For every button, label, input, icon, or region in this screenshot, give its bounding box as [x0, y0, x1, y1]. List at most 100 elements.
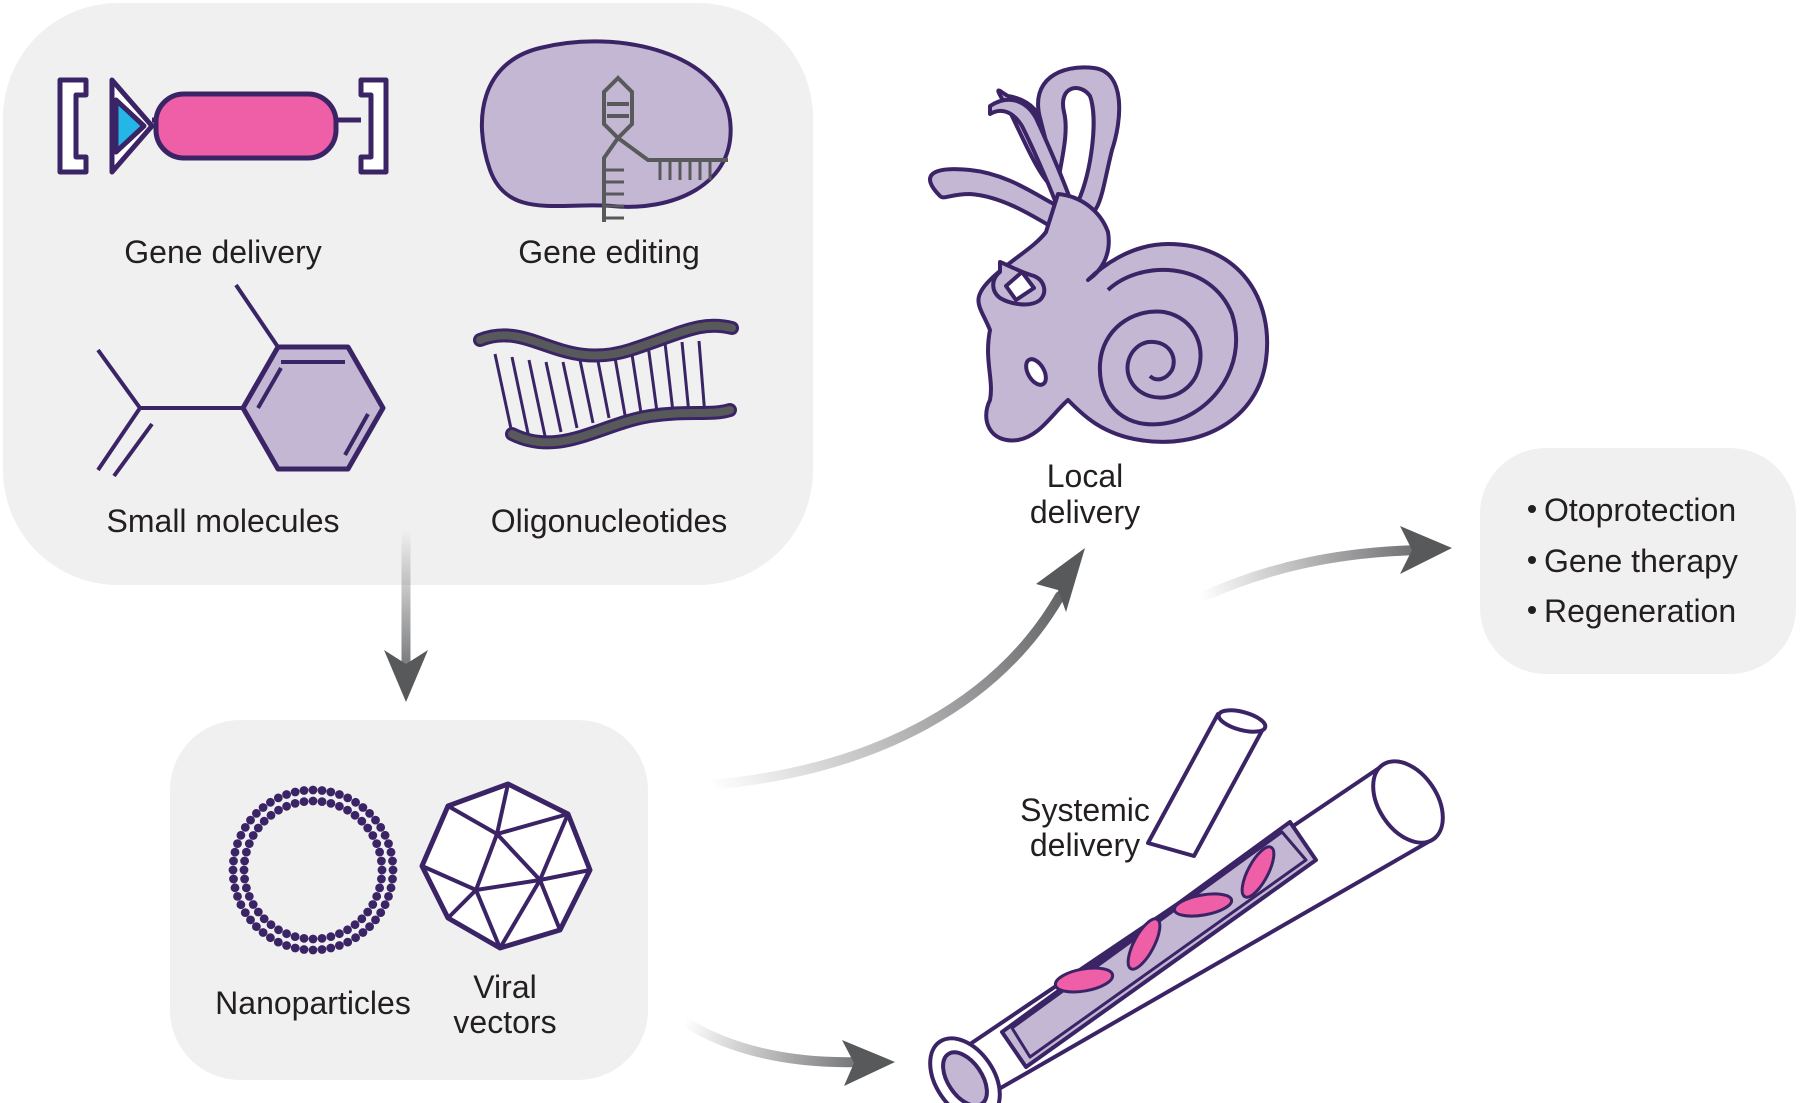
virus-icon	[419, 781, 593, 951]
nanoparticles-label: Nanoparticles	[215, 985, 411, 1021]
viral-vectors-label-line1: Viral	[473, 969, 536, 1005]
arrow-to-outcomes	[1195, 526, 1452, 603]
nanoparticle-dot	[240, 874, 250, 884]
nanoparticle-dot	[326, 932, 336, 941]
local-delivery-label-line2: delivery	[1030, 494, 1140, 530]
nanoparticle-dot	[386, 847, 396, 857]
benzene-icon	[96, 283, 386, 478]
blood-vessel-icon	[928, 708, 1445, 1103]
nanoparticle-dot	[299, 934, 309, 943]
nanoparticle-dot	[384, 839, 393, 848]
nanoparticle-dot	[246, 915, 255, 925]
nanoparticle-dot	[233, 839, 242, 848]
nanoparticle-dot	[363, 907, 373, 917]
nanoparticle-dot	[308, 945, 318, 955]
systemic-delivery-label-line2: delivery	[1030, 827, 1140, 863]
nanoparticle-dot	[317, 797, 327, 806]
nanoparticle-dot	[248, 831, 258, 840]
nanoparticle-dot	[244, 839, 254, 848]
nanoparticle-dot	[266, 810, 276, 820]
nanoparticle-dot	[282, 801, 291, 811]
nanoparticle-dot	[274, 925, 283, 935]
nanoparticle-dot	[252, 922, 261, 931]
nanoparticle-dot	[350, 920, 360, 930]
nanoparticle-dot	[388, 874, 397, 884]
nanoparticle-dot	[371, 915, 380, 925]
bullet-icon	[1528, 505, 1536, 513]
nanoparticle-dot	[380, 900, 390, 910]
nanoparticle-dot	[274, 805, 283, 815]
nanoparticle-dot	[386, 883, 396, 893]
small-molecules-label: Small molecules	[107, 503, 340, 539]
nanoparticle-dot	[377, 865, 387, 875]
nanoparticle-dot	[230, 847, 240, 857]
dna-ladder-icon	[473, 318, 739, 450]
nanoparticle-dot	[290, 943, 300, 953]
outcomes-panel	[1480, 448, 1796, 674]
nanoparticle-dot	[240, 908, 250, 917]
nanoparticle-dot	[282, 790, 291, 799]
outcome-regeneration: Regeneration	[1544, 593, 1736, 629]
nanoparticle-dot	[357, 816, 367, 826]
arrow-to-systemic-delivery	[680, 1017, 895, 1086]
nanoparticle-dot	[273, 793, 283, 803]
bullet-icon	[1528, 556, 1536, 564]
nanoparticle-dot	[335, 801, 344, 811]
nanoparticle-dot	[273, 937, 283, 947]
nanoparticle-dot	[376, 908, 386, 917]
red-blood-cells	[1053, 845, 1276, 994]
nanoparticle-dot	[335, 790, 344, 799]
gene-delivery-label: Gene delivery	[124, 234, 321, 270]
nanoparticle-dot	[363, 823, 373, 833]
nanoparticle-dot	[308, 934, 318, 944]
nanoparticle-dot	[365, 809, 374, 818]
nanoparticle-dot	[253, 907, 263, 917]
nanoparticle-dot	[229, 874, 238, 884]
nanoparticle-dot	[380, 830, 390, 840]
crispr-icon	[479, 39, 733, 222]
nanoparticle-dot	[326, 943, 336, 953]
nanoparticle-dot	[253, 823, 263, 833]
nanoparticle-dot	[375, 883, 384, 893]
nanoparticle-dot	[388, 865, 398, 875]
nanoparticle-dot	[317, 934, 327, 943]
nanoparticle-dot	[343, 937, 353, 947]
nanoparticle-dot	[228, 865, 238, 875]
nanoparticle-dot	[290, 787, 300, 797]
nanoparticle-dot	[242, 847, 251, 857]
outcomes-list: Otoprotection Gene therapy Regeneration	[1528, 492, 1738, 629]
nanoparticle-icon	[228, 785, 398, 955]
nanoparticle-dot	[299, 797, 309, 806]
nanoparticle-dot	[266, 797, 275, 807]
nanoparticle-dot	[266, 933, 275, 943]
nanoparticle-dot	[258, 928, 268, 937]
nanoparticle-dot	[358, 928, 368, 937]
nanoparticle-dot	[240, 823, 250, 832]
nanoparticle-dot	[365, 922, 374, 931]
plasmid-icon	[57, 77, 389, 175]
nanoparticle-dot	[326, 787, 336, 797]
nanoparticle-dot	[266, 920, 276, 930]
nanoparticle-dot	[240, 856, 250, 866]
nanoparticle-dot	[299, 786, 309, 795]
nanoparticle-dot	[259, 914, 269, 924]
nanoparticle-dot	[358, 803, 368, 812]
nanoparticle-dot	[388, 856, 397, 866]
nanoparticle-dot	[350, 810, 360, 820]
nanoparticle-dot	[290, 799, 300, 808]
oligonucleotides-label: Oligonucleotides	[491, 503, 728, 539]
nanoparticle-dot	[368, 900, 378, 909]
nanoparticle-dot	[244, 892, 254, 901]
nanoparticle-dot	[375, 847, 384, 857]
nanoparticle-dot	[246, 815, 255, 825]
nanoparticle-dot	[377, 874, 386, 884]
nanoparticle-dot	[236, 830, 246, 840]
nanoparticle-dot	[282, 941, 291, 950]
nanoparticle-dot	[248, 900, 258, 909]
nanoparticle-dot	[259, 816, 269, 826]
nanoparticle-dot	[230, 883, 240, 893]
nanoparticle-dot	[343, 793, 353, 803]
nanoparticle-dot	[376, 823, 386, 832]
nanoparticle-dot	[372, 892, 382, 901]
